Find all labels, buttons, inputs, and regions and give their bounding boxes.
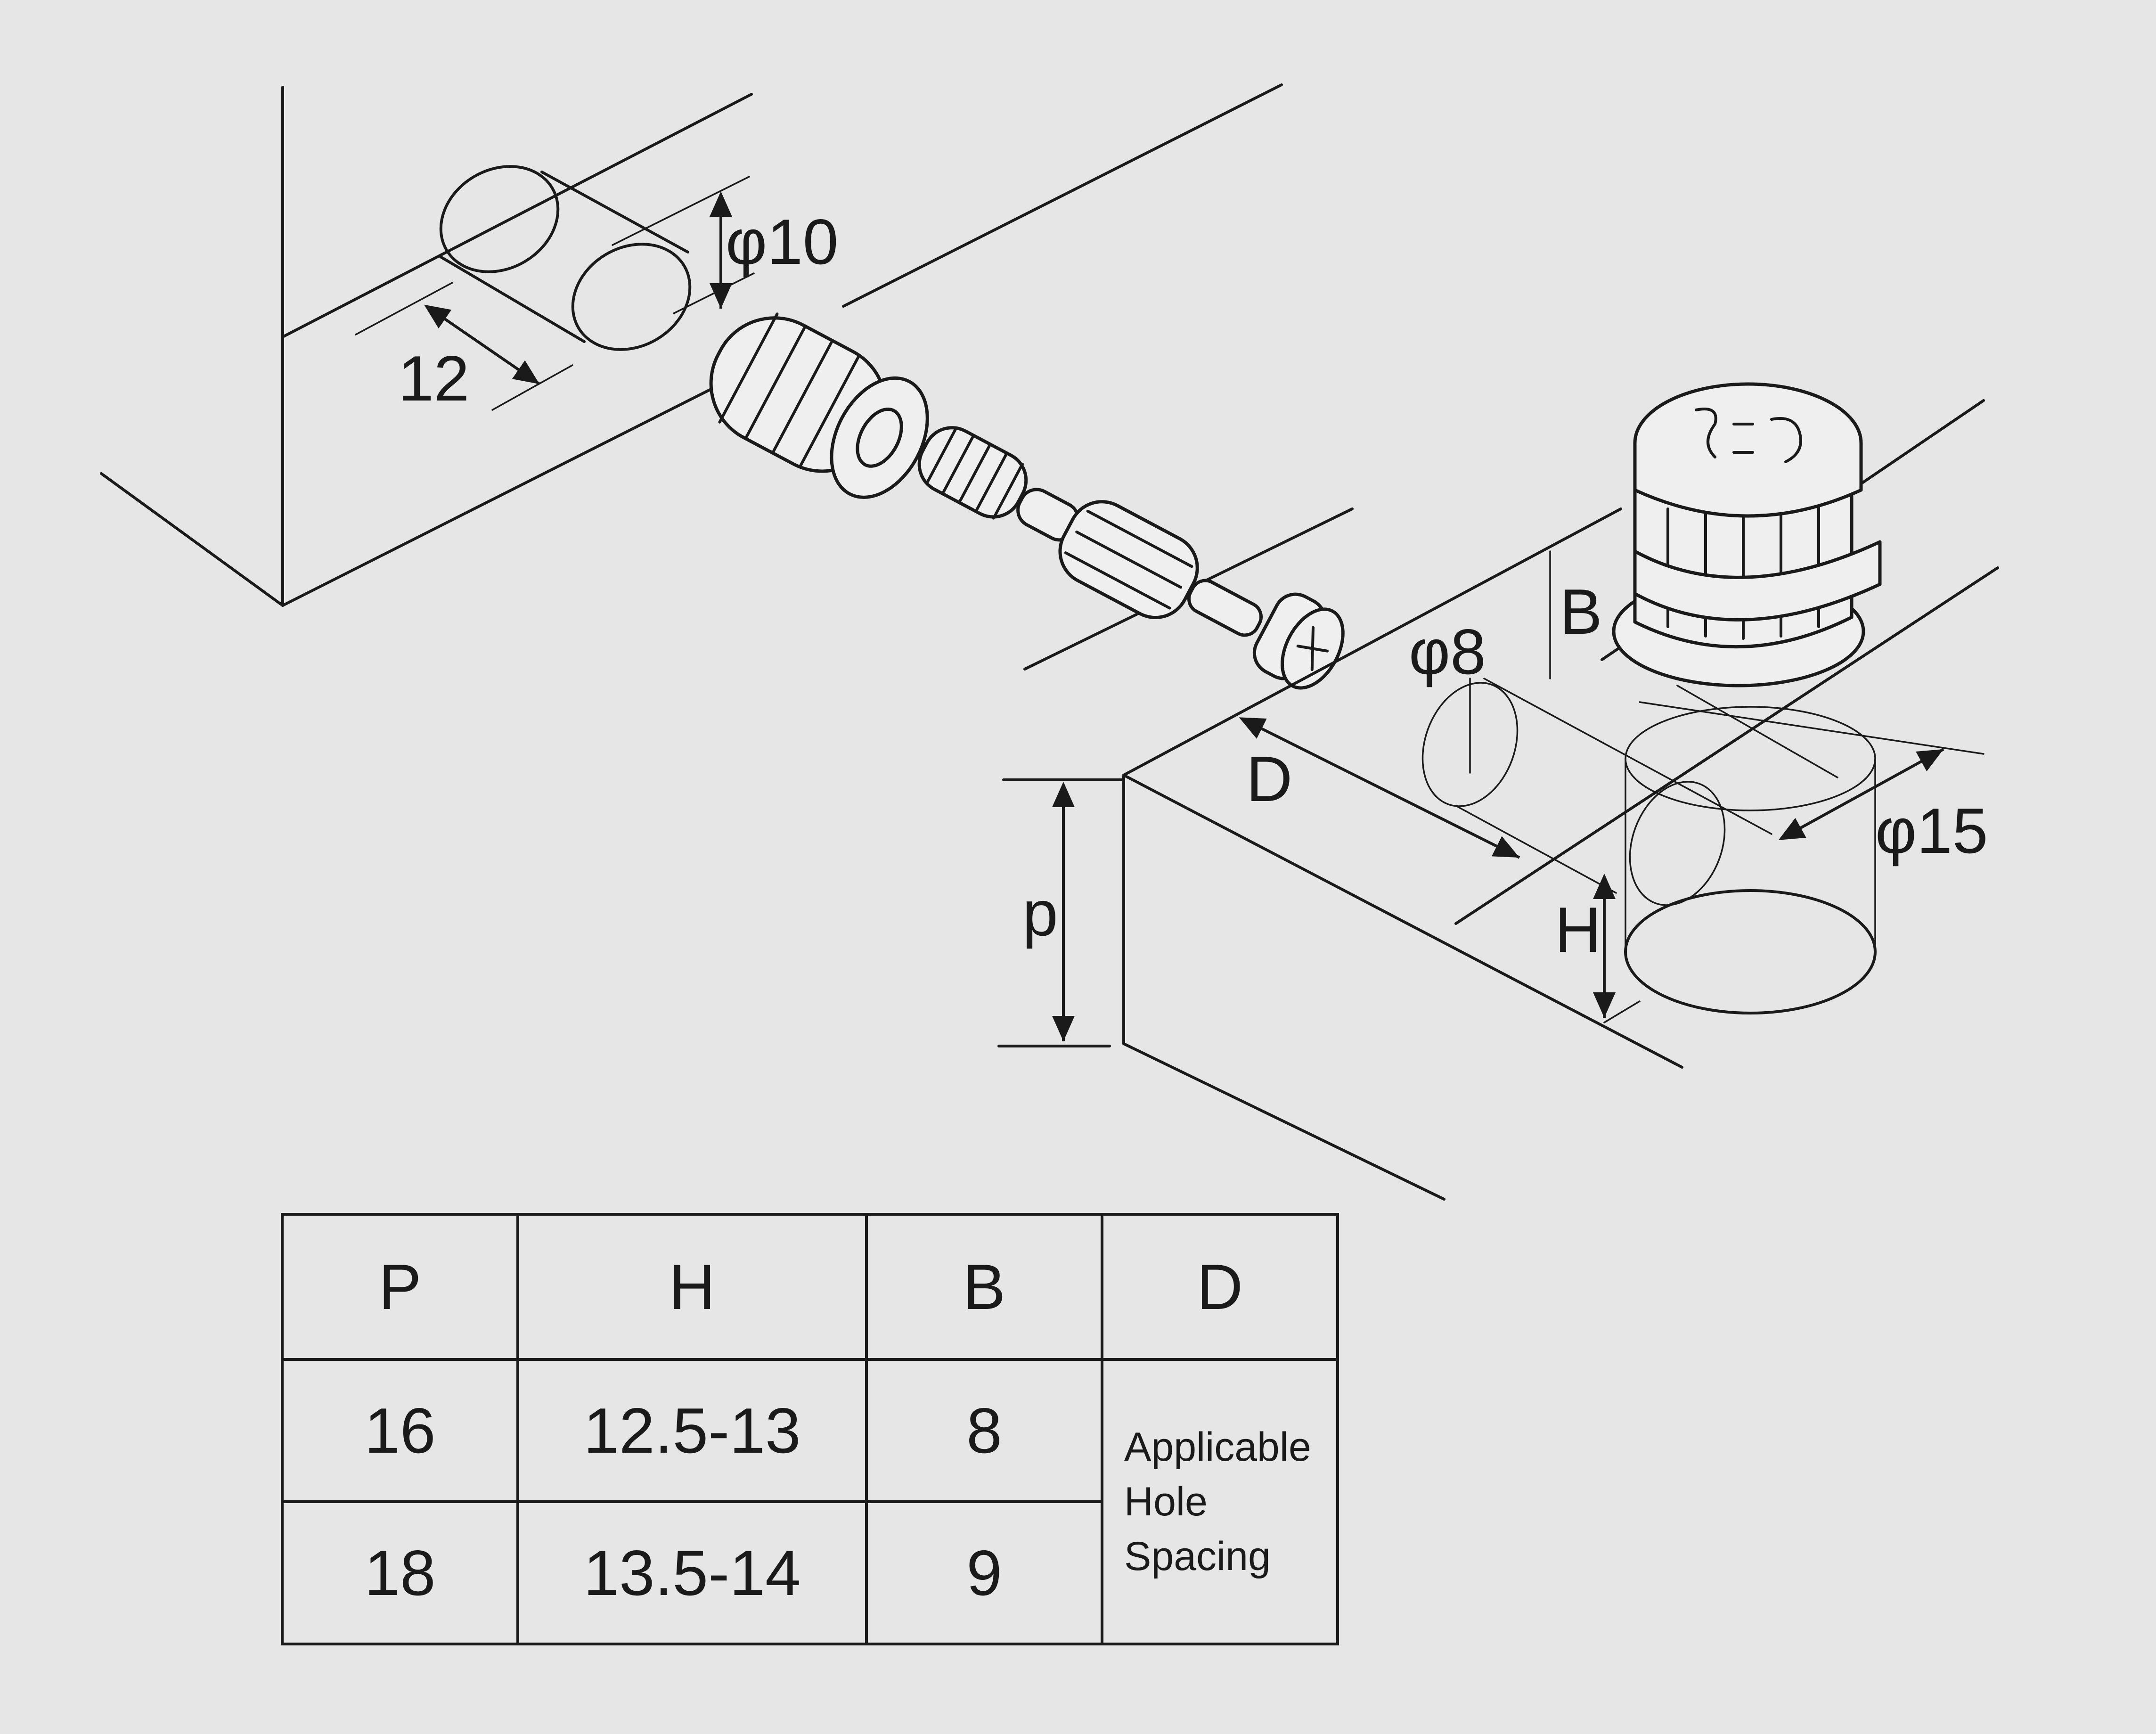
cam-hole-diameter-label: φ15 <box>1875 795 1988 867</box>
bolt-hole-diameter-label: φ10 <box>726 206 838 278</box>
table-row: 18 13.5-14 9 <box>281 1500 1338 1645</box>
panel-thickness-label: p <box>1022 877 1058 949</box>
dim-cam-diameter: φ15 <box>1778 748 1988 867</box>
dim-bolt-diameter: φ10 <box>612 176 838 314</box>
spacing-label: D <box>1246 743 1292 815</box>
d-note-line: Hole <box>1124 1479 1208 1524</box>
connector-bolt <box>709 312 1345 690</box>
offset-label: B <box>1560 576 1602 647</box>
cell-p: 18 <box>281 1500 519 1645</box>
bolt-hole <box>439 165 692 351</box>
cam-lock <box>1612 382 1882 687</box>
dim-cam-depth: H <box>1555 874 1641 1023</box>
cell-p: 16 <box>281 1358 519 1503</box>
bolt-hole-depth-label: 12 <box>398 343 469 414</box>
d-note-line: Applicable <box>1124 1424 1311 1470</box>
dowel-hole-diameter-label: φ8 <box>1409 616 1486 687</box>
cell-b: 9 <box>865 1500 1103 1645</box>
dim-spacing: D <box>1239 717 1520 859</box>
header-h: H <box>516 1213 868 1361</box>
header-p: P <box>281 1213 519 1361</box>
header-d: D <box>1101 1213 1339 1361</box>
cam-depth-label: H <box>1555 894 1601 965</box>
cell-h: 13.5-14 <box>516 1500 868 1645</box>
spec-table: P H B D 16 12.5-13 8 Applicable Hole Spa… <box>281 1213 1339 1645</box>
header-b: B <box>865 1213 1103 1361</box>
table-header-row: P H B D <box>281 1213 1339 1361</box>
dim-bolt-depth: 12 <box>355 282 573 414</box>
dim-panel-thickness: p <box>997 778 1125 1047</box>
dim-offset: B <box>1549 550 1602 679</box>
cell-b: 8 <box>865 1358 1103 1503</box>
cell-h: 12.5-13 <box>516 1358 868 1503</box>
cell-d-note: Applicable Hole Spacing <box>1101 1358 1339 1645</box>
d-note-line: Spacing <box>1124 1534 1271 1579</box>
table-row: 16 12.5-13 8 Applicable Hole Spacing <box>281 1358 1339 1645</box>
